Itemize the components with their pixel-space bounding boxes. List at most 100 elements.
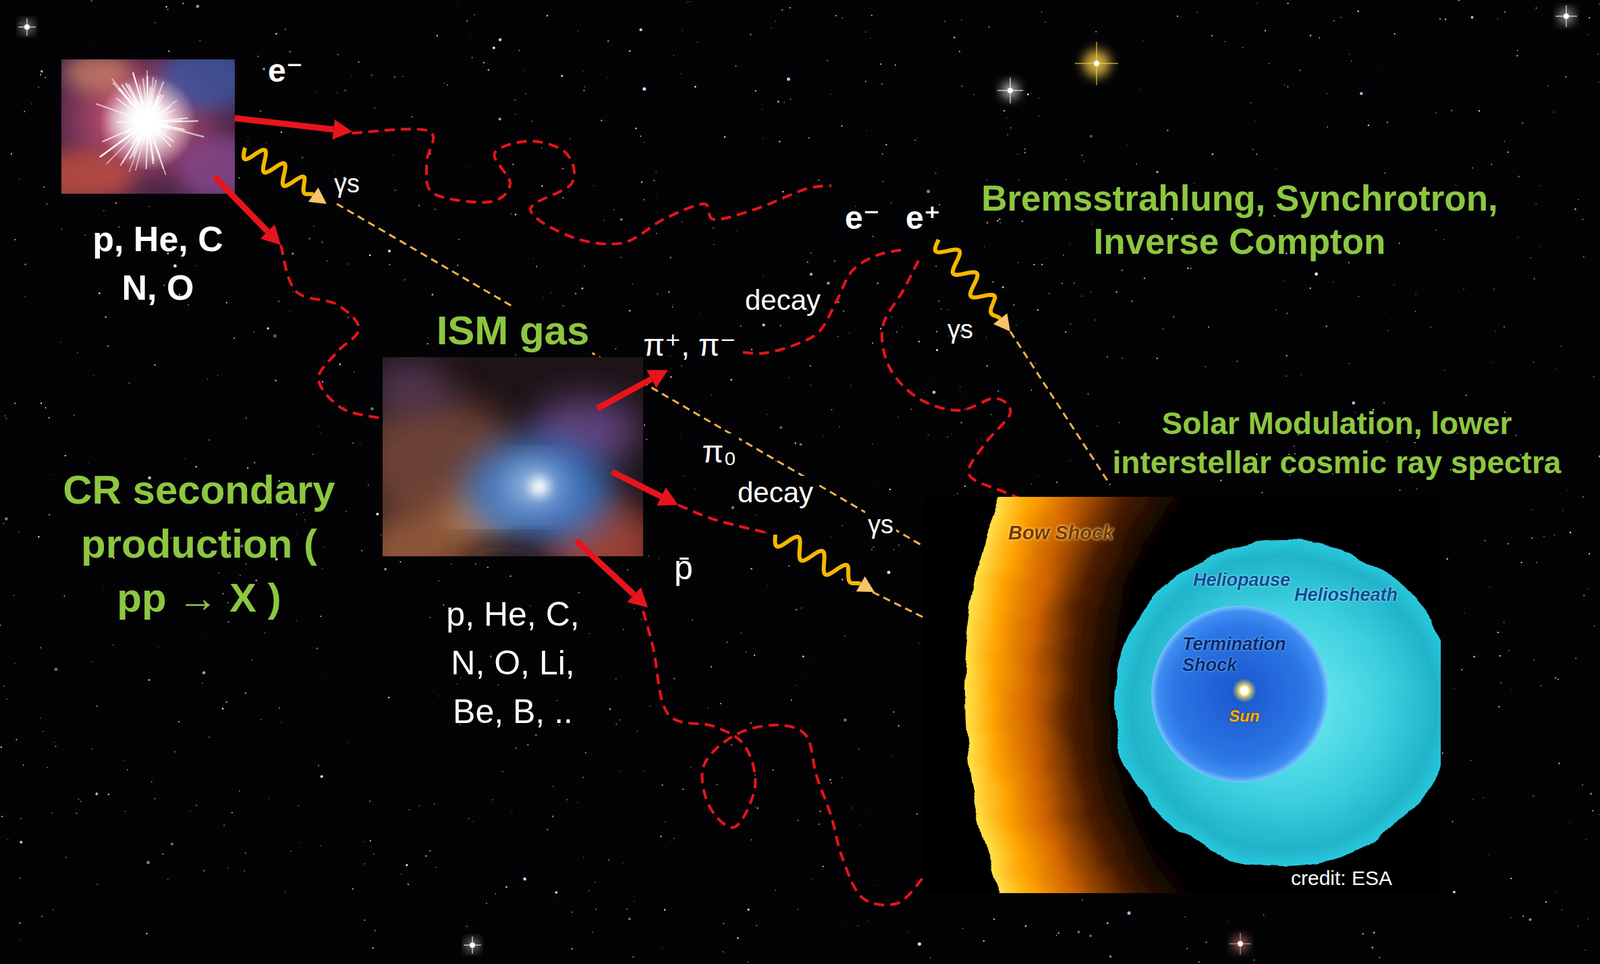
star (1535, 7, 1538, 9)
star (898, 543, 900, 546)
star (1458, 0, 1460, 2)
star (471, 57, 474, 59)
star (582, 70, 584, 72)
ism-gas-cloud-shape (382, 307, 644, 625)
star (1037, 115, 1039, 117)
star (535, 733, 537, 735)
star (148, 678, 151, 681)
star (552, 786, 554, 787)
star (436, 35, 438, 37)
star (48, 417, 50, 419)
star (1207, 325, 1210, 328)
star (20, 817, 21, 819)
star (442, 603, 445, 606)
star (985, 336, 987, 338)
star (600, 119, 602, 121)
star (1094, 319, 1096, 321)
star (755, 924, 758, 926)
star (716, 784, 719, 786)
star (639, 28, 642, 32)
star (681, 221, 683, 223)
star (682, 788, 684, 790)
star (917, 136, 918, 138)
star (690, 766, 692, 768)
star (208, 736, 210, 738)
label-holder: Sun (1210, 705, 1279, 727)
star (296, 513, 298, 515)
heliosphere-panel: Termination ShockSunHeliopauseHeliosheat… (923, 496, 1441, 893)
star (1588, 16, 1590, 19)
gamma-sightline (1010, 331, 1111, 485)
star (710, 665, 713, 668)
star (1499, 654, 1501, 656)
star (1250, 101, 1252, 104)
star (457, 2, 459, 3)
star (745, 651, 747, 652)
star (291, 252, 295, 256)
star (809, 365, 812, 367)
star (946, 435, 949, 438)
termination-shock-shape (1151, 605, 1329, 783)
star (1569, 531, 1572, 534)
star (201, 634, 203, 636)
star (1006, 117, 1008, 119)
star (201, 682, 204, 684)
star (369, 800, 371, 802)
star (37, 87, 40, 89)
star (227, 620, 229, 623)
bright-star-core (24, 24, 30, 30)
star (1069, 323, 1071, 325)
star (1211, 153, 1214, 155)
label-holder: γs (313, 168, 381, 200)
nebula-cloud (382, 361, 451, 416)
bow-shock-region (964, 496, 1441, 893)
star (199, 39, 201, 42)
star (1068, 243, 1070, 245)
star (1394, 284, 1395, 285)
star (509, 574, 511, 577)
star (231, 398, 233, 399)
star (374, 107, 376, 108)
star (687, 1, 689, 3)
star (1041, 11, 1043, 13)
star (505, 886, 508, 889)
bright-star-core (469, 942, 476, 948)
heliosheath-shape (1114, 539, 1441, 866)
region-label: Heliosheath (1294, 584, 1398, 606)
star (933, 378, 934, 380)
label-holder: decay (715, 283, 851, 318)
star (1, 815, 3, 818)
star (865, 80, 867, 82)
star (620, 257, 622, 259)
nebula-cloud (463, 437, 613, 546)
star (170, 842, 174, 845)
star (1016, 153, 1019, 155)
star (1399, 489, 1401, 491)
star (735, 65, 737, 67)
photon-wave (775, 534, 862, 584)
star (640, 618, 642, 621)
star (217, 374, 218, 376)
star (497, 684, 499, 686)
star (61, 228, 63, 231)
star (653, 179, 655, 181)
star (1242, 47, 1244, 48)
star (52, 473, 54, 475)
star (1091, 223, 1094, 225)
star (762, 137, 764, 140)
star (466, 20, 468, 22)
star (1598, 81, 1600, 83)
star (926, 189, 930, 193)
star (1350, 60, 1352, 62)
star (935, 330, 938, 333)
star (1560, 345, 1561, 347)
star (298, 805, 300, 807)
star (1484, 539, 1486, 542)
star (1452, 890, 1456, 894)
star (1035, 362, 1037, 364)
star (871, 548, 873, 550)
star (562, 305, 564, 307)
star (491, 798, 493, 800)
bright-star-core (1093, 60, 1100, 67)
